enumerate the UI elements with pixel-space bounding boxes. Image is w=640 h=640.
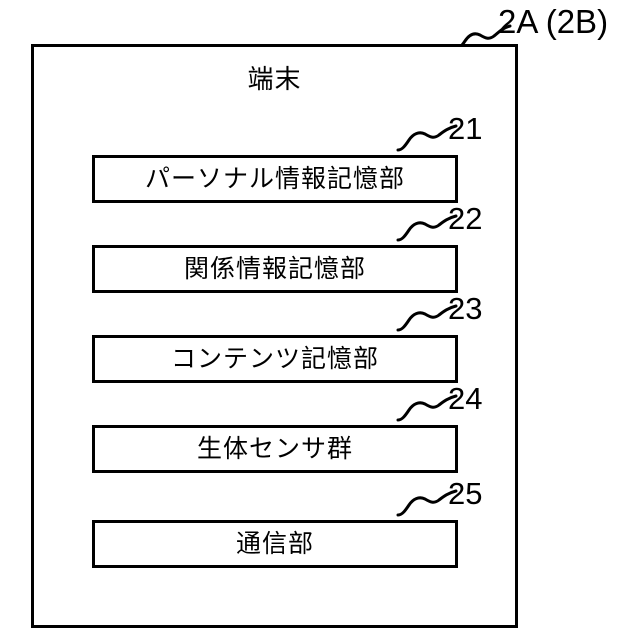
component-box-22: 関係情報記憶部 xyxy=(92,245,458,293)
component-box-21: パーソナル情報記憶部 xyxy=(92,155,458,203)
component-label-23: コンテンツ記憶部 xyxy=(170,345,379,373)
component-box-25: 通信部 xyxy=(92,520,458,568)
component-label-22: 関係情報記憶部 xyxy=(183,255,366,283)
component-label-25: 通信部 xyxy=(235,530,314,558)
reference-numeral-25: 25 xyxy=(448,476,483,511)
reference-numeral-23: 23 xyxy=(448,291,483,326)
reference-numeral-21: 21 xyxy=(448,111,483,146)
leader-line-23 xyxy=(396,304,458,332)
leader-line-21 xyxy=(396,124,458,152)
assembly-reference-label: 2A (2B) xyxy=(498,3,609,40)
component-label-24: 生体センサ群 xyxy=(196,435,353,463)
leader-line-25 xyxy=(396,489,458,517)
component-label-21: パーソナル情報記憶部 xyxy=(144,165,405,193)
leader-line-24 xyxy=(396,394,458,422)
component-box-23: コンテンツ記憶部 xyxy=(92,335,458,383)
component-box-24: 生体センサ群 xyxy=(92,425,458,473)
leader-line-22 xyxy=(396,214,458,242)
reference-numeral-24: 24 xyxy=(448,381,483,416)
reference-numeral-22: 22 xyxy=(448,201,483,236)
terminal-title: 端末 xyxy=(247,64,302,94)
